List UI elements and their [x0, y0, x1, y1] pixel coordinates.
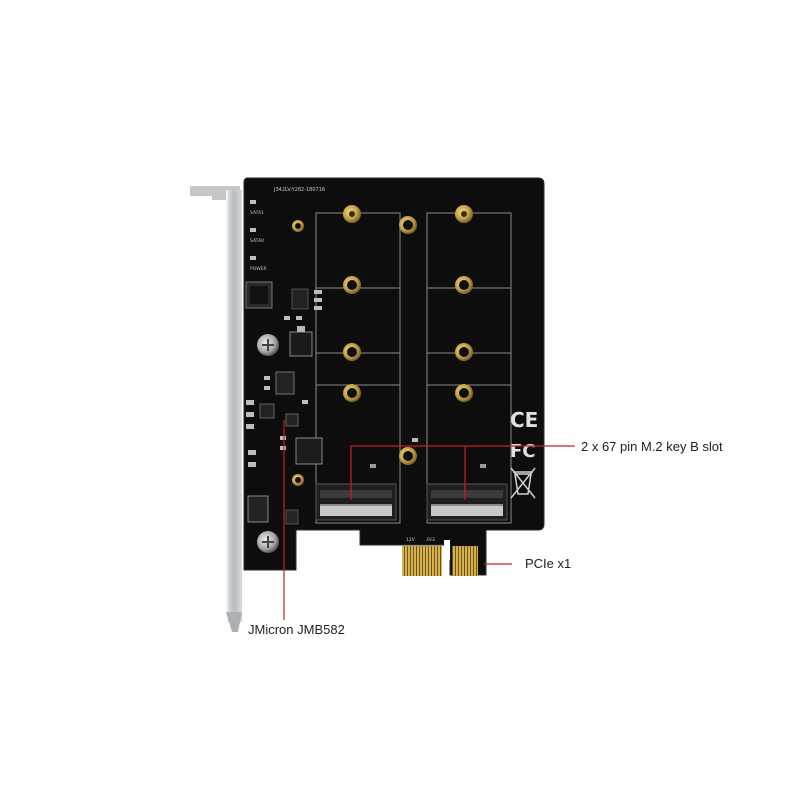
- standoff: [399, 447, 417, 465]
- smd-components: [245, 200, 486, 525]
- standoff: [343, 276, 361, 294]
- standoff: [455, 205, 473, 223]
- standoff: [292, 474, 304, 486]
- standoff: [343, 343, 361, 361]
- pcie-pin-label-3v3: 3V3: [426, 537, 435, 543]
- led-label-power: POWER: [250, 266, 267, 272]
- standoff: [292, 220, 304, 232]
- standoff: [455, 343, 473, 361]
- m2-connectors: [315, 483, 508, 521]
- ce-mark: CE: [510, 408, 538, 432]
- callout-controller: JMicron JMB582: [248, 622, 345, 637]
- standoff: [343, 205, 361, 223]
- m2-connector-right: [426, 483, 508, 521]
- circuit-board: [243, 177, 545, 576]
- weee-bin-icon: [510, 467, 536, 499]
- standoff: [455, 276, 473, 294]
- screw: [257, 531, 279, 553]
- m2-standoffs: [292, 205, 473, 486]
- callout-line-m2: [350, 445, 575, 500]
- callout-lines: [283, 420, 575, 620]
- standoff: [399, 216, 417, 234]
- standoff: [455, 384, 473, 402]
- led-label-sata0: SATA0: [250, 238, 264, 244]
- callout-m2-slot: 2 x 67 pin M.2 key B slot: [581, 439, 723, 454]
- part-number: J342LV-Y282-180716: [273, 187, 325, 193]
- fcc-mark: FC: [510, 441, 536, 462]
- pcie-pin-label-12v: 12V: [406, 537, 416, 543]
- mounting-bracket: [190, 186, 242, 632]
- bracket-screws: [257, 334, 279, 553]
- m2-connector-left: [315, 483, 397, 521]
- callout-pcie: PCIe x1: [525, 556, 572, 571]
- screw: [257, 334, 279, 356]
- standoff: [343, 384, 361, 402]
- led-label-sata1: SATA1: [250, 210, 264, 216]
- pcie-gold-fingers: [402, 540, 478, 576]
- silkscreen: J342LV-Y282-180716 SATA1 SATA0 POWER 12V…: [250, 187, 435, 543]
